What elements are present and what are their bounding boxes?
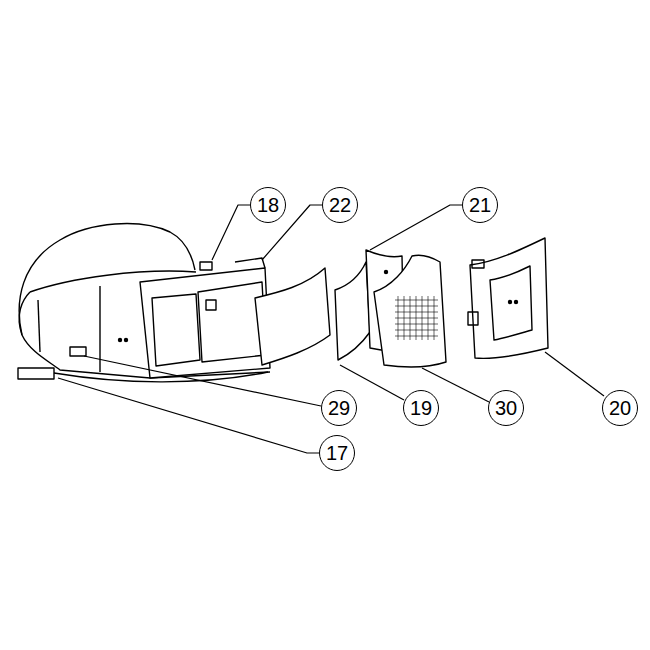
callout-circle: 21 [462,187,498,223]
callout-number: 17 [326,442,348,465]
callout-number: 29 [328,397,350,420]
callout-number: 21 [469,194,491,217]
callout-number: 19 [410,397,432,420]
callout-circle: 17 [319,435,355,471]
callout-number: 30 [495,397,517,420]
callout-circle: 22 [322,187,358,223]
callout-number: 18 [257,194,279,217]
callout-number: 20 [609,397,631,420]
callout-circle: 30 [488,390,524,426]
callout-number: 22 [329,194,351,217]
callout-circle: 19 [403,390,439,426]
callout-circle: 20 [602,390,638,426]
callout-circle: 18 [250,187,286,223]
callout-circle: 29 [321,390,357,426]
